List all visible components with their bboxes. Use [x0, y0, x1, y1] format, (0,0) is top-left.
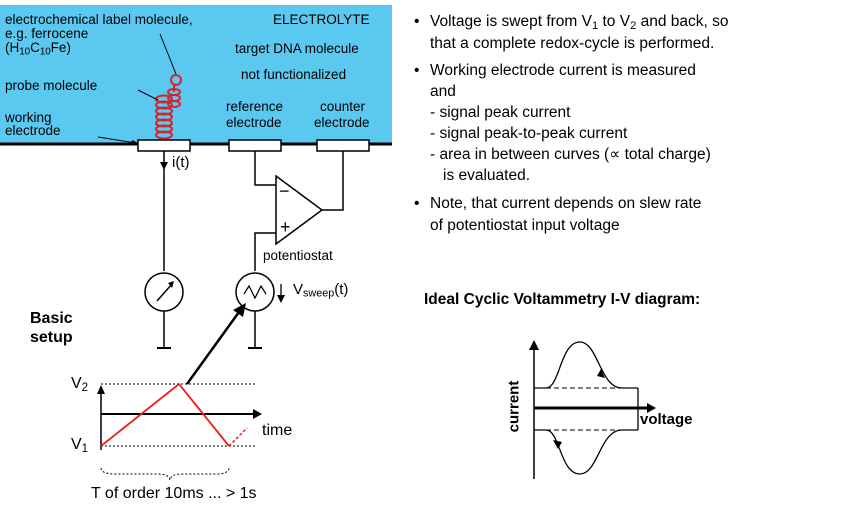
- electrolyte-region: [0, 5, 392, 144]
- current-label: i(t): [172, 154, 190, 171]
- dna-coil-icon: [155, 74, 182, 140]
- bullet-2-line6: is evaluated.: [443, 167, 531, 184]
- probe-pointer-line: [137, 89, 159, 101]
- basic-setup-label1: Basic: [30, 310, 73, 327]
- period-brace: [100, 467, 230, 481]
- bullet-1-line2: that a complete redox-cycle is performed…: [430, 35, 715, 52]
- bullet-2-sub3: - area in between curves (∝ total charge…: [430, 146, 711, 163]
- bullet-2-line1: Working electrode current is measured: [430, 62, 696, 79]
- iv-y-label: current: [505, 380, 523, 433]
- basic-setup-label2: setup: [30, 329, 73, 346]
- bullet-2-line2: and: [430, 83, 456, 100]
- working-electrode-label2: electrode: [5, 123, 61, 138]
- bullet-dot-3: •: [414, 195, 420, 212]
- ferrocene-label-icon: [170, 74, 182, 86]
- voltage-source-icon: [235, 272, 275, 312]
- label-molecule-line2: e.g. ferrocene: [5, 26, 89, 41]
- reference-electrode-label1: reference: [226, 99, 284, 114]
- reference-electrode-pad: [228, 139, 282, 152]
- bullet-dot-1: •: [414, 13, 420, 30]
- time-label: time: [262, 422, 293, 439]
- label-molecule-formula: (H10C10Fe): [5, 40, 71, 58]
- label-molecule-line1: electrochemical label molecule,: [5, 12, 193, 27]
- period-label: T of order 10ms ... > 1s: [91, 485, 257, 502]
- opamp-plus: +: [280, 217, 291, 237]
- bullet-3-line1: Note, that current depends on slew rate: [430, 195, 702, 212]
- bullet-2-sub2: - signal peak-to-peak current: [430, 125, 628, 142]
- v2-label: V2: [71, 375, 89, 394]
- iv-x-label: voltage: [640, 411, 693, 428]
- probe-molecule-label: probe molecule: [5, 78, 98, 93]
- potentiostat-label: potentiostat: [263, 248, 333, 263]
- iv-forward-scan: [534, 341, 638, 389]
- bullet-dot-2: •: [414, 62, 420, 79]
- iv-diagram-title: Ideal Cyclic Voltammetry I-V diagram:: [424, 291, 701, 308]
- working-electrode-label1: working: [5, 110, 52, 125]
- voltage-axis-arrow-icon: [647, 403, 656, 413]
- electrolyte-title: ELECTROLYTE: [273, 12, 370, 27]
- working-electrode-pointer: [97, 136, 137, 144]
- label-pointer-line: [159, 33, 177, 75]
- bullet-3-line2: of potentiostat input voltage: [430, 217, 620, 234]
- counter-electrode-label1: counter: [320, 99, 366, 114]
- bullet-1-line1: Voltage is swept from V1 to V2 and back,…: [430, 13, 729, 32]
- opamp-minus: −: [279, 181, 290, 201]
- not-functionalized-label: not functionalized: [241, 67, 347, 82]
- working-electrode-pad: [137, 139, 191, 152]
- bullet-2-sub1: - signal peak current: [430, 104, 571, 121]
- counter-electrode-label2: electrode: [314, 115, 370, 130]
- iv-reverse-scan: [534, 429, 638, 475]
- current-arrow-icon: [160, 162, 168, 170]
- vsweep-label: Vsweep(t): [293, 281, 349, 300]
- reference-electrode-label2: electrode: [226, 115, 282, 130]
- vsweep-arrow-icon: [277, 295, 285, 303]
- plot-link-arrow: [185, 311, 241, 385]
- target-dna-label: target DNA molecule: [235, 41, 359, 56]
- sweep-triangle-wave: [100, 382, 230, 447]
- counter-electrode-pad: [316, 139, 370, 152]
- sweep-plot: [97, 382, 262, 481]
- v1-label: V1: [71, 436, 89, 455]
- iv-diagram: [529, 340, 656, 479]
- current-axis-arrow-icon: [529, 340, 539, 350]
- opamp-triangle: [275, 174, 324, 246]
